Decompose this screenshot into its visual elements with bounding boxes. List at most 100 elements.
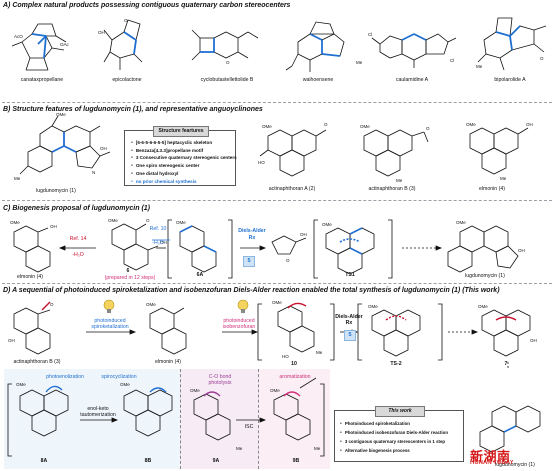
watermark-logo: 新湖南 [470,449,511,464]
feature-item: One distal hydroxyl [131,170,235,178]
section-c-title: C) Biogenesis proposal of lugdunomycin (… [3,205,151,212]
svg-text:OMe: OMe [322,222,332,227]
label-actinaphthoran-b: actinaphthoran B (3) [368,186,416,192]
rx-d: Rx [345,320,353,326]
mech-enol-keto-1: enol-keto [87,406,109,412]
svg-text:OMe: OMe [456,220,466,225]
svg-text:HO: HO [282,354,289,359]
svg-text:HO: HO [258,160,265,165]
label-TS1: TS1 [345,272,355,278]
photo-spiro-2: spiroketalization [91,324,129,330]
svg-text:Me: Me [14,176,21,181]
svg-text:OH: OH [160,240,167,245]
label-lugdunomycin-b: lugdunomycin (1) [36,188,76,194]
label-elmonin-b: elmonin (4) [479,186,505,192]
lightbulb-icon [237,299,249,313]
svg-text:O: O [540,56,544,61]
label-actinaphthoran-a: actinaphthoran A (2) [268,186,316,192]
svg-text:Me: Me [356,60,363,65]
label-8A: 8A [40,458,48,464]
svg-text:OMe: OMe [262,124,272,129]
svg-text:O: O [324,122,328,127]
svg-text:Me: Me [314,446,321,451]
this-work-item: Photoinduced spiroketalization [340,419,463,428]
this-work-box: This work Photoinduced spiroketalization… [334,406,464,462]
svg-text:OMe: OMe [120,382,130,387]
svg-text:Me: Me [476,64,483,69]
svg-text:OMe: OMe [146,302,156,307]
feature-item: 3 Consecutive quaternary stereogenic cen… [131,154,237,162]
label-9A: 9A [212,458,220,464]
svg-text:O: O [124,18,128,23]
svg-text:O: O [426,126,430,131]
label-8B: 8B [144,458,152,464]
label-TS2: TS-2 [390,361,402,367]
svg-text:OMe: OMe [478,304,488,309]
structure-caulamidine [371,33,457,68]
label-caulamidine: caulamidine A [395,77,429,83]
svg-text:O: O [226,60,230,65]
svg-text:Cl: Cl [450,58,454,63]
panel-divider [180,369,181,469]
svg-text:OMe: OMe [10,220,20,225]
svg-text:OMe: OMe [272,300,282,305]
label-cyclobutastellettolide: cyclobutastellettolide B [200,77,254,83]
this-work-title: This work [375,406,425,417]
mech-enol-keto-2: tautomerization [80,412,116,418]
label-6A: 6A [196,272,204,278]
svg-text:OMe: OMe [176,220,186,225]
svg-text:OH: OH [530,338,537,343]
label-6: 6 [126,268,130,274]
compound-5-badge-c: 5 [243,256,255,267]
this-work-item: Alternative biogenesis process [340,446,463,455]
lugdunomycin-final-structure [479,405,541,453]
label-elmonin-d: elmonin (4) [155,359,181,365]
mech-co-bond-2: photolysis [208,380,232,386]
svg-text:Me: Me [316,350,323,355]
svg-text:OMe: OMe [270,388,280,393]
feature-item-highlight: no prior chemical synthesis [131,178,235,186]
mech-isc: ISC [244,424,254,430]
mechanism-panel-mauve [180,369,258,469]
lightbulb-icon [103,299,115,313]
svg-text:OAc: OAc [60,42,70,47]
label-10: 10 [291,361,297,367]
svg-text:N: N [92,170,95,175]
divider-c [2,283,552,284]
divider-b [2,200,552,201]
mech-aromatization: aromatization [279,374,311,380]
svg-text:OH: OH [100,146,107,151]
svg-text:Me: Me [500,176,507,181]
diels-alder-c: Diels-Alder [238,228,266,234]
svg-text:OH: OH [518,248,525,253]
rx-c: Rx [248,235,256,241]
mech-co-bond-1: C-O bond [208,374,232,380]
label-actB-d: actinaphthoran B (3) [13,359,61,365]
svg-text:OH: OH [98,30,105,35]
svg-text:OMe: OMe [466,122,476,127]
minus-h2o-2: -H₂O [152,240,164,246]
label-6-note: (prepared in 12 steps) [104,275,156,281]
structure-canataxpropellane [11,23,67,71]
label-canataxpropellane: canataxpropellane [20,77,64,83]
photo-spiro-1: photoinduced [94,318,126,324]
svg-text:Me: Me [396,178,403,183]
svg-text:AcO: AcO [14,34,23,39]
ref-14: Ref. 14 [69,236,87,242]
divider-a [2,102,552,103]
svg-text:Cl: Cl [368,32,372,37]
label-9B: 9B [292,458,300,464]
photo-iso-1: photoinduced [223,318,255,324]
feature-item: One spiro stereogenic center [131,162,235,170]
structure-cyclobutastellettolide [191,29,259,61]
svg-text:OMe: OMe [56,112,66,117]
svg-text:OMe: OMe [368,304,378,309]
section-b-title: B) Structure features of lugdunomycin (1… [3,106,263,113]
panel-divider [258,369,259,469]
svg-text:OH: OH [50,224,57,229]
svg-text:O: O [50,302,54,307]
ref-10: Ref. 10 [149,226,167,232]
